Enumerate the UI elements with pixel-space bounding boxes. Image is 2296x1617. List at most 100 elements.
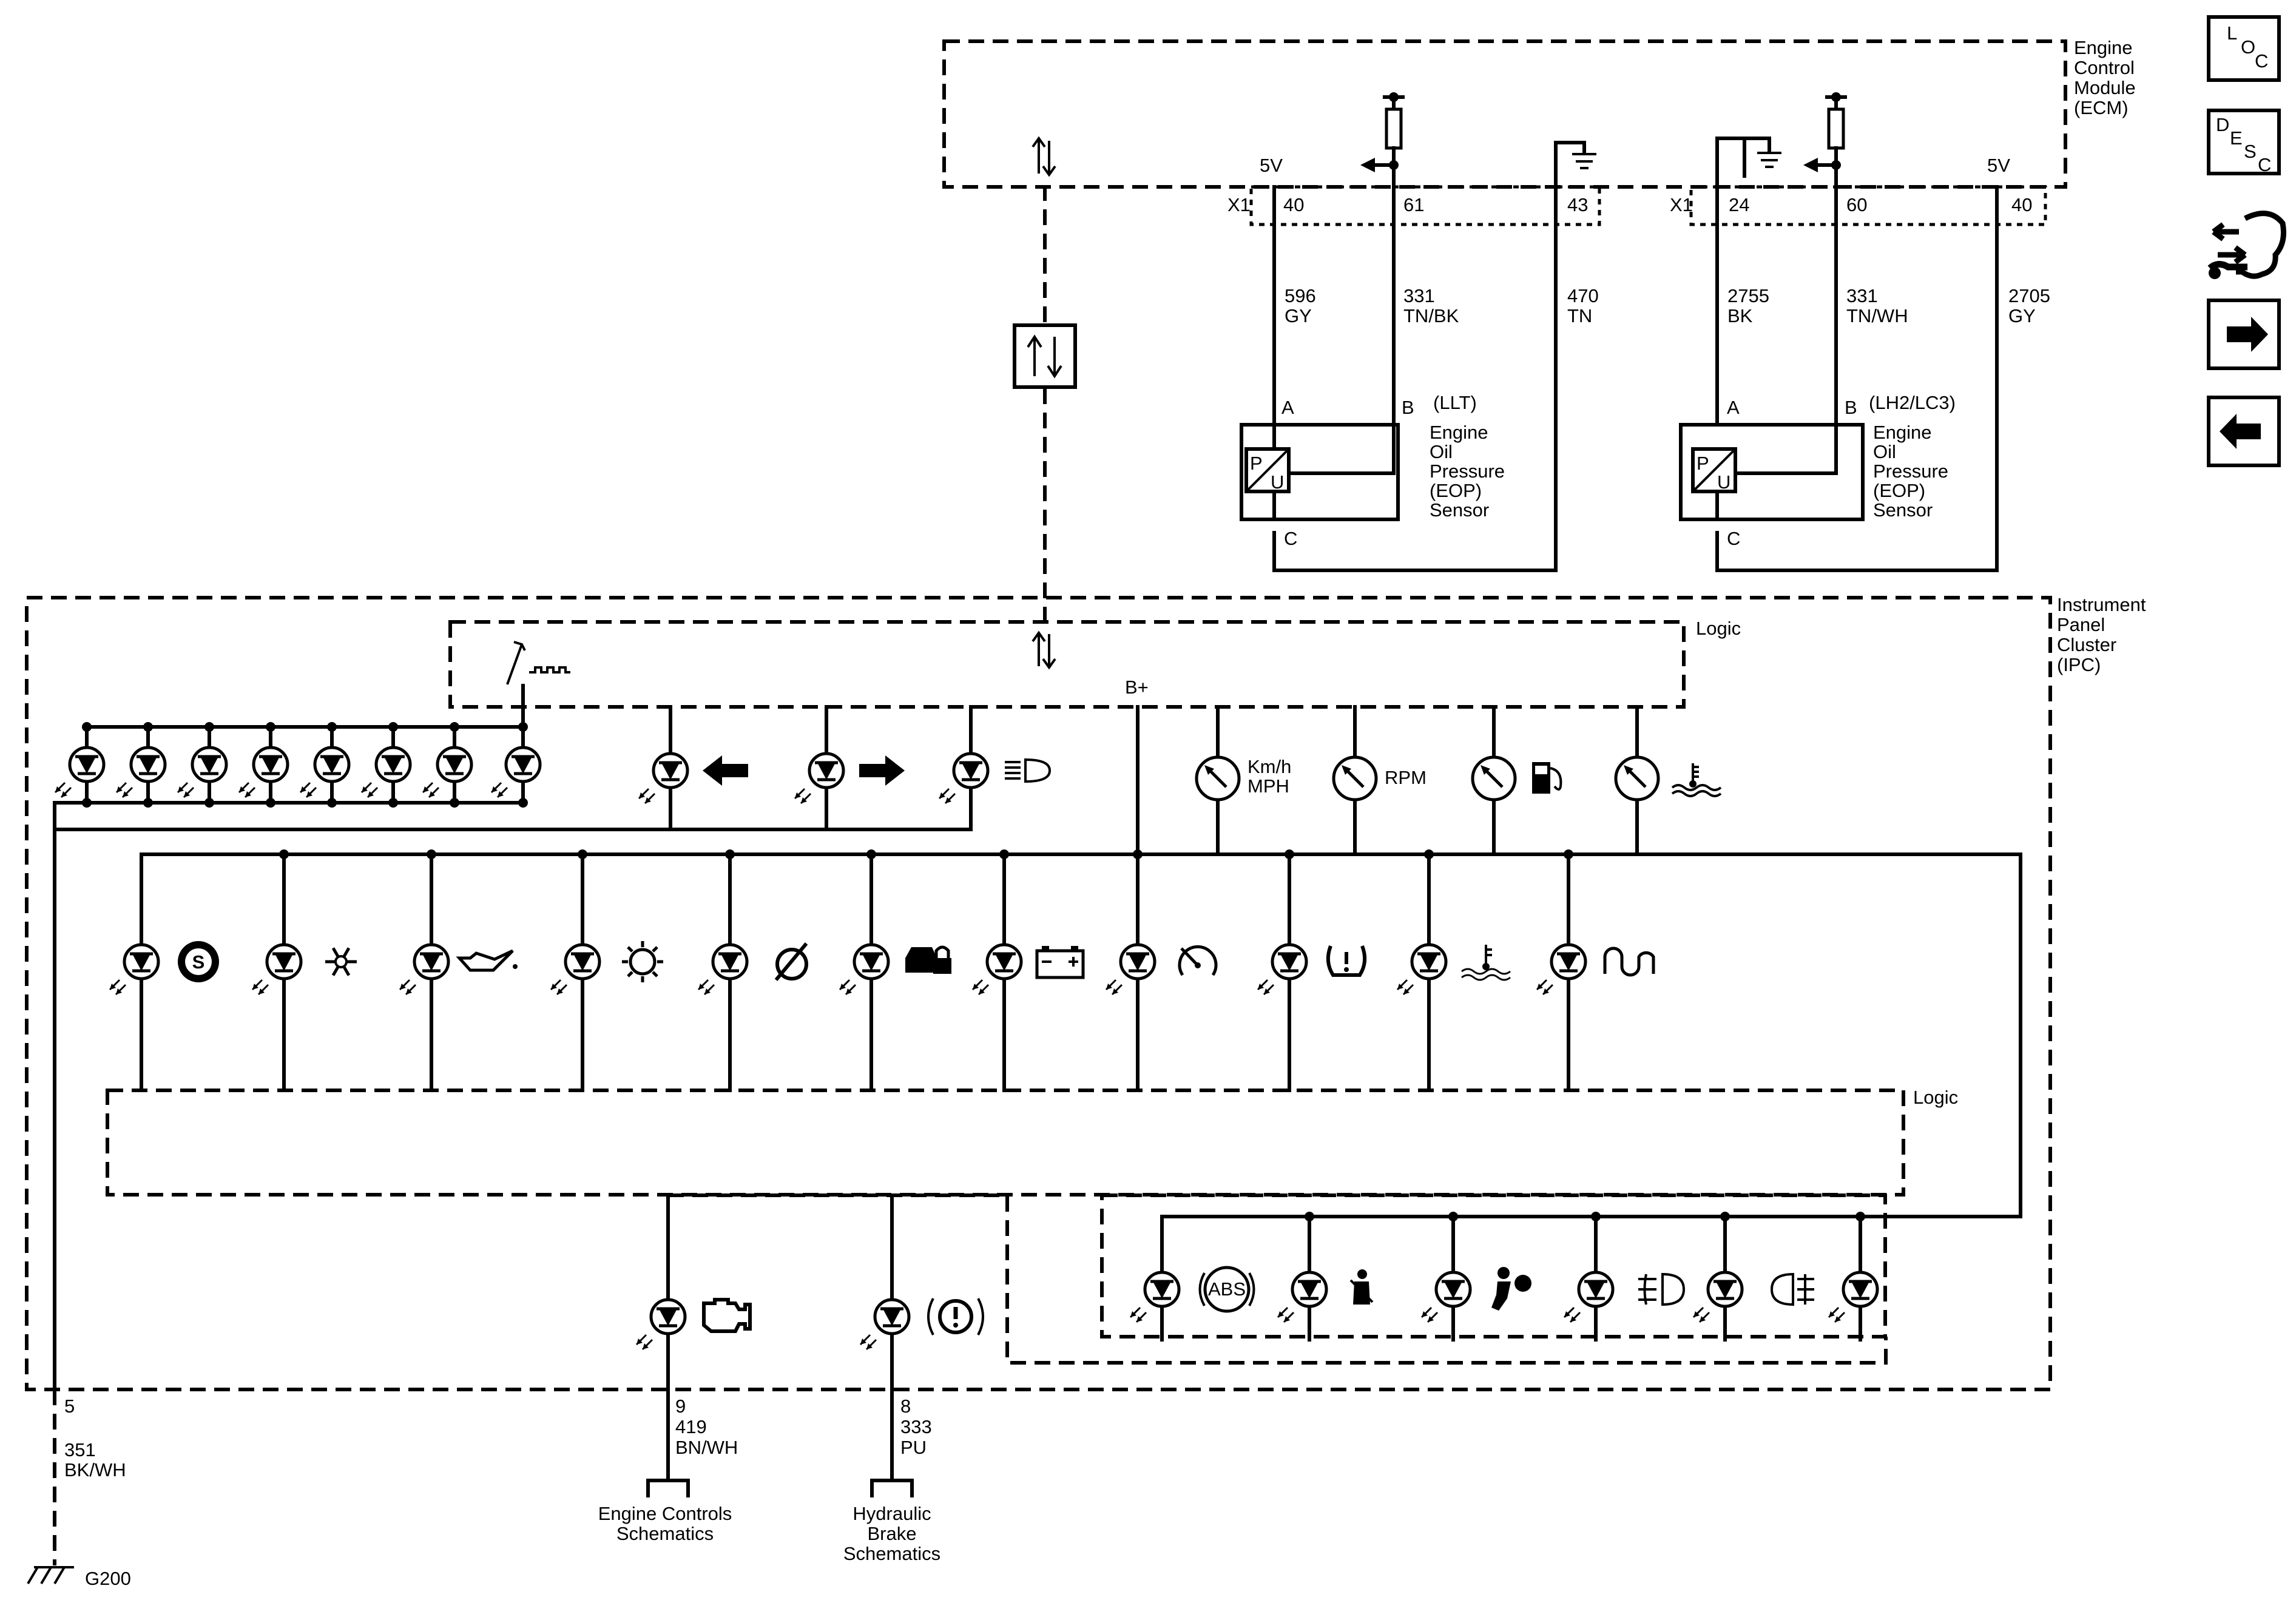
svg-text:Module: Module bbox=[2074, 77, 2136, 98]
svg-text:40: 40 bbox=[1283, 194, 1304, 215]
svg-text:9: 9 bbox=[675, 1396, 686, 1417]
svg-text:ABS: ABS bbox=[1208, 1278, 1246, 1300]
svg-text:(ECM): (ECM) bbox=[2074, 97, 2129, 118]
svg-text:MPH: MPH bbox=[1248, 775, 1289, 797]
right-turn-arrow-icon bbox=[859, 755, 905, 786]
indicator-led bbox=[1564, 1272, 1613, 1322]
indicator-led bbox=[1829, 1272, 1877, 1322]
svg-text:5V: 5V bbox=[1987, 155, 2010, 176]
svg-text:L: L bbox=[2227, 22, 2237, 44]
svg-text:Schematics: Schematics bbox=[616, 1523, 714, 1544]
eop-sensor-lh2-circuit: P U A B C (LH2/LC3) Engine Oil Pressure … bbox=[1679, 92, 2050, 572]
loc-button[interactable]: L O C bbox=[2207, 15, 2281, 82]
indicator-led bbox=[1693, 1272, 1742, 1322]
backlight-led bbox=[491, 748, 540, 797]
svg-text:Engine: Engine bbox=[2074, 37, 2133, 58]
svg-text:Schematics: Schematics bbox=[843, 1543, 940, 1564]
sun-icon bbox=[622, 941, 663, 982]
svg-text:419: 419 bbox=[675, 1416, 707, 1437]
svg-text:40: 40 bbox=[2011, 194, 2032, 215]
svg-text:C: C bbox=[2258, 154, 2271, 175]
svg-text:Km/h: Km/h bbox=[1248, 756, 1291, 777]
backlight-led bbox=[362, 748, 410, 797]
svg-text:333: 333 bbox=[900, 1416, 932, 1437]
backlight-led bbox=[55, 748, 104, 797]
svg-text:331: 331 bbox=[1403, 285, 1435, 306]
coolant-temp-icon bbox=[1461, 945, 1511, 981]
svg-text:60: 60 bbox=[1846, 194, 1867, 215]
svg-text:S: S bbox=[192, 951, 205, 973]
svg-text:B+: B+ bbox=[1125, 677, 1149, 698]
navigation-panel: L O C D E S C bbox=[2207, 15, 2286, 467]
eop-sensor-llt-circuit: P U A B C (LLT) Engine Oil Pressure (EOP… bbox=[1240, 92, 1599, 572]
svg-text:GY: GY bbox=[1285, 305, 1312, 326]
indicator-led bbox=[1258, 945, 1306, 994]
svg-text:Panel: Panel bbox=[2057, 614, 2105, 635]
airbag-icon bbox=[1491, 1267, 1531, 1311]
indicator-led bbox=[551, 945, 599, 994]
svg-text:B: B bbox=[1402, 397, 1414, 418]
warning-indicator-row: S bbox=[110, 849, 1655, 1092]
svg-text:A: A bbox=[1281, 397, 1294, 418]
svg-text:(LLT): (LLT) bbox=[1433, 392, 1477, 413]
ecm-module: Engine Control Module (ECM) bbox=[942, 37, 2136, 189]
fuel-pump-icon bbox=[1532, 762, 1562, 794]
svg-text:(LH2/LC3): (LH2/LC3) bbox=[1869, 392, 1956, 413]
indicator-led bbox=[840, 945, 888, 994]
oil-can-icon bbox=[456, 949, 518, 972]
indicator-led bbox=[252, 945, 301, 994]
ground-circuit: 5 351 BK/WH G200 bbox=[27, 828, 131, 1589]
svg-text:24: 24 bbox=[1729, 194, 1749, 215]
svg-text:BK/WH: BK/WH bbox=[64, 1459, 126, 1480]
svg-text:Logic: Logic bbox=[1913, 1087, 1958, 1108]
svg-text:C: C bbox=[1727, 528, 1740, 549]
ecm-connector-x1: X1 X1 40 61 43 24 60 40 5V 5V bbox=[1227, 155, 2047, 226]
indicator-led bbox=[698, 945, 747, 994]
rear-fog-icon bbox=[1770, 1272, 1814, 1306]
connector-view-icon[interactable] bbox=[2207, 211, 2286, 279]
svg-text:E: E bbox=[2230, 127, 2243, 149]
security-lock-icon bbox=[905, 945, 951, 974]
svg-text:Brake: Brake bbox=[868, 1523, 917, 1544]
svg-text:RPM: RPM bbox=[1385, 767, 1427, 788]
svg-text:B: B bbox=[1845, 397, 1857, 418]
svg-text:Engine: Engine bbox=[1873, 422, 1932, 443]
backlight-led bbox=[239, 748, 288, 797]
next-arrow-button[interactable] bbox=[2207, 299, 2281, 370]
svg-text:5: 5 bbox=[64, 1396, 75, 1417]
gauges: Km/h MPH RPM bbox=[1136, 705, 1722, 856]
previous-arrow-button[interactable] bbox=[2207, 396, 2281, 467]
battery-icon bbox=[1035, 946, 1085, 979]
brake-warning-icon bbox=[927, 1298, 984, 1335]
svg-text:Pressure: Pressure bbox=[1430, 461, 1505, 482]
svg-text:5V: 5V bbox=[1260, 155, 1283, 176]
snowflake-icon bbox=[325, 947, 357, 976]
svg-text:S: S bbox=[2244, 141, 2257, 162]
desc-button[interactable]: D E S C bbox=[2207, 109, 2281, 175]
svg-text:2705: 2705 bbox=[2008, 285, 2050, 306]
svg-text:Pressure: Pressure bbox=[1873, 461, 1948, 482]
left-turn-arrow-icon bbox=[703, 755, 748, 786]
svg-text:TN/BK: TN/BK bbox=[1403, 305, 1459, 326]
svg-text:GY: GY bbox=[2008, 305, 2036, 326]
svg-text:61: 61 bbox=[1403, 194, 1424, 215]
indicator-led bbox=[1130, 1272, 1179, 1322]
coolant-temperature-icon bbox=[1671, 763, 1722, 797]
svg-text:(EOP): (EOP) bbox=[1873, 480, 1925, 501]
svg-text:X1: X1 bbox=[1670, 194, 1693, 215]
svg-text:U: U bbox=[1271, 471, 1284, 493]
svg-text:D: D bbox=[2216, 114, 2229, 135]
svg-text:TN/WH: TN/WH bbox=[1846, 305, 1908, 326]
svg-text:P: P bbox=[1250, 453, 1263, 474]
indicator-led bbox=[1422, 1272, 1470, 1322]
ipc-module: Instrument Panel Cluster (IPC) bbox=[25, 594, 2146, 1391]
svg-text:BK: BK bbox=[1727, 305, 1753, 326]
backlight-led bbox=[178, 748, 226, 797]
svg-text:470: 470 bbox=[1567, 285, 1599, 306]
backlight-led bbox=[300, 748, 349, 797]
seatbelt-icon bbox=[1349, 1269, 1374, 1305]
svg-text:Engine: Engine bbox=[1430, 422, 1488, 443]
backlight-led bbox=[116, 748, 165, 797]
svg-text:BN/WH: BN/WH bbox=[675, 1437, 738, 1458]
